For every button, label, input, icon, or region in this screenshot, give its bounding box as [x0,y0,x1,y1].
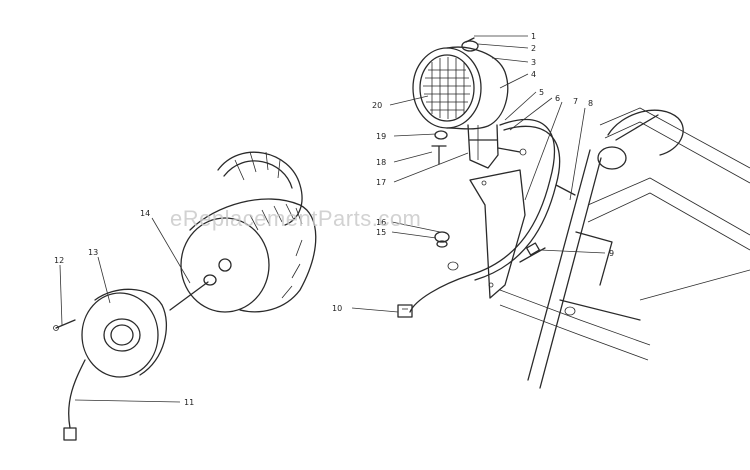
stator-screw-12 [53,319,76,331]
mount-bolt-17 [497,147,527,156]
callout-6: 6 [555,94,560,103]
callout-7: 7 [573,97,578,106]
callout-3: 3 [531,58,536,67]
stator-body [81,288,168,378]
washer-19 [434,130,448,140]
carriage-bolt-18 [431,145,447,165]
callout-16: 16 [376,218,386,227]
connector-9 [526,242,540,256]
callout-20: 20 [372,101,382,110]
control-lever [527,149,641,389]
callout-19: 19 [376,132,386,141]
headlight-lens-grid [423,57,471,119]
frame-bolt-hole [447,261,459,271]
callout-2: 2 [531,44,536,53]
leader-lines [59,35,606,403]
flywheel-shaft-14 [169,274,217,311]
callout-5: 5 [539,88,544,97]
headlight-top-knob [461,37,479,52]
callout-14: 14 [140,209,150,218]
frame-bolt-hole [564,306,576,316]
nut-washer-15-16 [434,231,450,248]
callout-1: 1 [531,32,536,41]
connector-10 [397,304,413,318]
flywheel-housing [180,198,317,313]
steering-handle-grip [597,109,684,170]
seat-frame-outline [499,107,750,361]
callout-4: 4 [531,70,536,79]
wiring-harness [409,118,576,313]
callout-15: 15 [376,228,386,237]
flywheel-blower-ring [217,151,303,226]
callout-12: 12 [54,256,64,265]
callout-17: 17 [376,178,386,187]
callout-11: 11 [184,398,194,407]
watermark: eReplacementParts.com [170,206,421,231]
headlight-mounting-bracket [467,124,499,169]
stator-lead-wire-11 [63,359,86,441]
callout-9: 9 [609,249,614,258]
headlight-housing [412,46,509,130]
callout-18: 18 [376,158,386,167]
callout-13: 13 [88,248,98,257]
support-plate [469,169,526,299]
flywheel-fins [249,203,303,299]
callout-8: 8 [588,99,593,108]
callout-10: 10 [332,304,342,313]
